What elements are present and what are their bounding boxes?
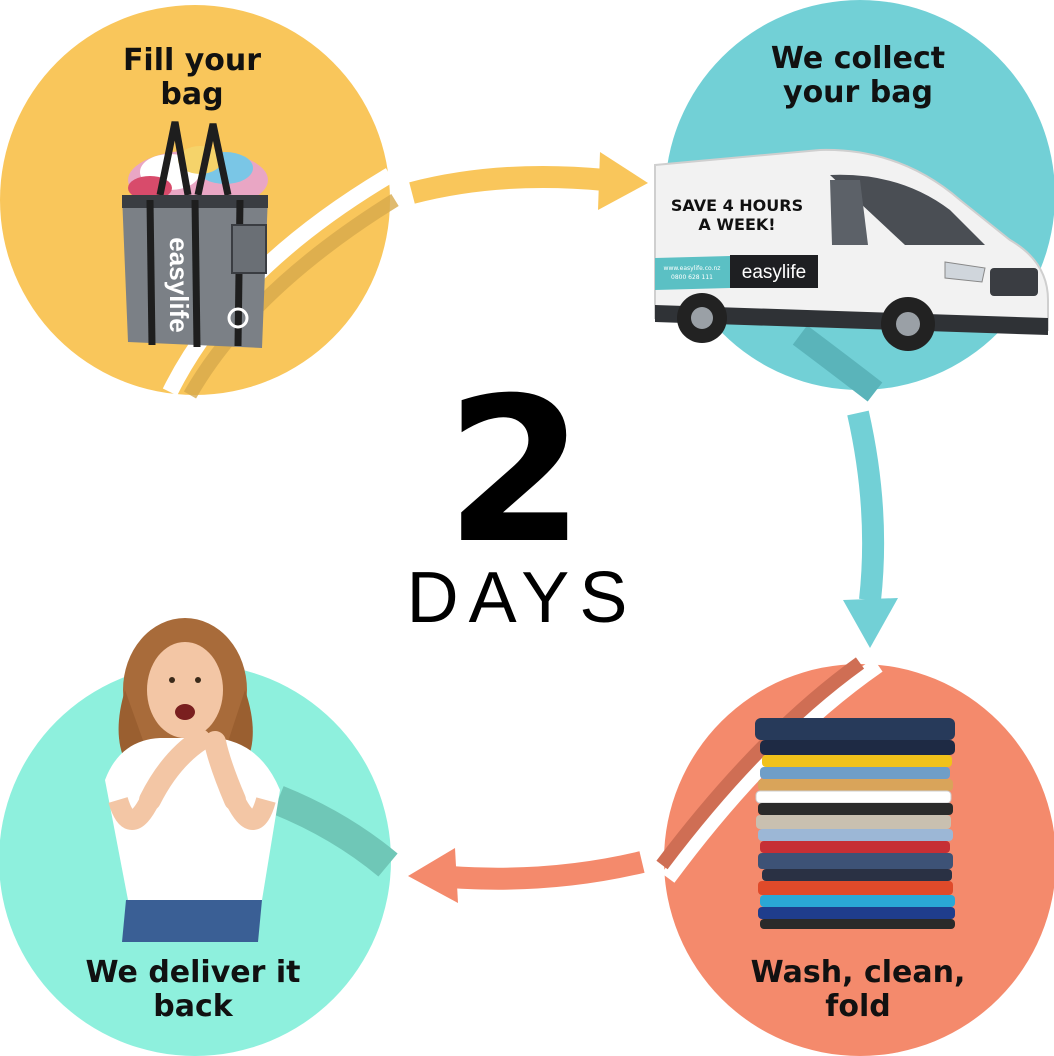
arrow-icon <box>409 165 607 204</box>
wash-label-line1: Wash, clean, <box>751 955 966 990</box>
van-phone: 0800 628 111 <box>671 274 713 281</box>
step-deliver-back: We deliver it back <box>0 618 398 1056</box>
center-number: 2 <box>445 355 584 588</box>
arrow-head <box>843 598 898 648</box>
deliver-label-line2: back <box>153 989 234 1024</box>
delivery-van-icon <box>654 148 1049 351</box>
arrow-icon <box>449 851 645 890</box>
collect-label-line1: We collect <box>771 41 945 76</box>
fill-label-line1: Fill your <box>123 43 261 78</box>
folded-clothes-icon <box>755 718 955 929</box>
van-brand-text: easylife <box>742 262 806 283</box>
happy-woman-icon <box>105 618 280 942</box>
arrow-icon <box>847 410 885 602</box>
laundry-bag-icon <box>122 121 268 348</box>
step-wash-clean-fold: Wash, clean, fold <box>656 657 1054 1056</box>
fill-label-line2: bag <box>160 77 223 112</box>
swoosh-shade <box>183 194 399 399</box>
arrow-fill-to-collect <box>409 152 648 210</box>
arrow-wash-to-deliver <box>408 848 645 903</box>
step-fill-bag: easylife Fill your bag <box>0 5 399 399</box>
bag-brand-text: easylife <box>164 237 194 332</box>
van-sign-line1: SAVE 4 HOURS <box>671 196 803 215</box>
deliver-label-line1: We deliver it <box>86 955 301 990</box>
center-unit: DAYS <box>407 558 638 638</box>
arrow-head <box>598 152 648 210</box>
collect-label-line2: your bag <box>783 75 933 110</box>
arrow-head <box>408 848 458 903</box>
swoosh-shade <box>272 786 398 877</box>
wash-label-line2: fold <box>825 989 890 1024</box>
arrow-collect-to-wash <box>843 410 898 648</box>
van-website: www.easylife.co.nz <box>664 265 721 272</box>
swoosh-shade <box>792 325 883 402</box>
step-collect-bag: SAVE 4 HOURS A WEEK! www.easylife.co.nz … <box>654 0 1054 402</box>
van-sign-line2: A WEEK! <box>698 215 775 234</box>
